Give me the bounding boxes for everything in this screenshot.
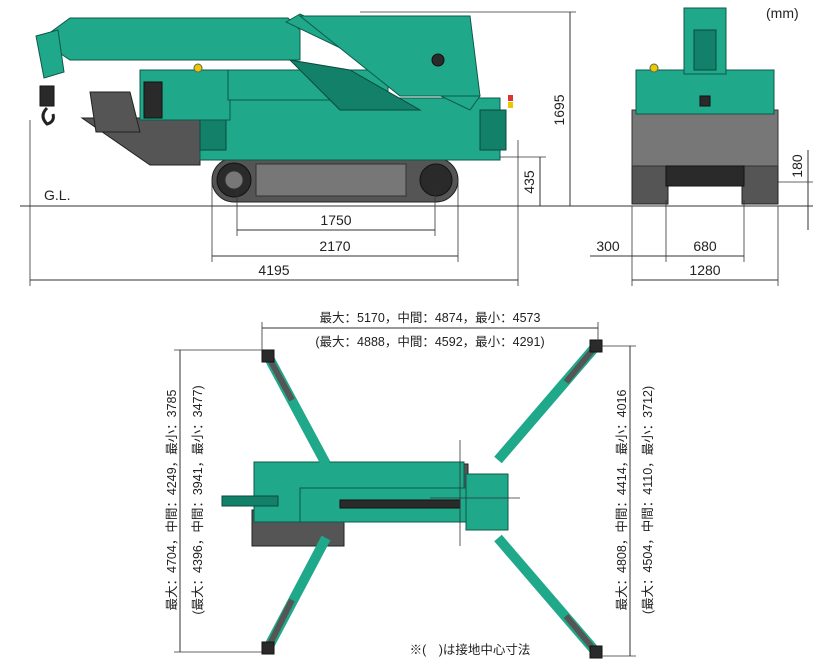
dim-1695-label: 1695 <box>551 94 567 125</box>
front-undercarriage <box>665 165 745 187</box>
footnote: ※( )は接地中心寸法 <box>410 642 531 657</box>
warning-beacon <box>193 63 203 73</box>
pad-top-left <box>261 349 275 363</box>
dim-2170-label: 2170 <box>319 238 350 254</box>
outrigger-bottom-left-ext <box>265 598 295 650</box>
dim-680-label: 680 <box>693 238 717 254</box>
pad-bottom-right <box>589 645 603 659</box>
units-label: (mm) <box>766 5 799 21</box>
front-lower-body <box>631 109 779 167</box>
left-dim-label-b: (最大：4396，中間：3941，最小：3477) <box>190 385 205 614</box>
dim-1750-label: 1750 <box>320 212 351 228</box>
boom-base <box>298 15 481 97</box>
front-panel <box>699 95 711 107</box>
ground-label: G.L. <box>44 187 70 203</box>
top-boom-tip <box>221 495 279 507</box>
track-frame <box>255 163 407 197</box>
top-boom-cylinder <box>339 499 461 509</box>
dim-180-label: 180 <box>789 154 805 178</box>
hook-block <box>39 85 55 107</box>
dim-4195-label: 4195 <box>258 262 289 278</box>
control-panel <box>143 81 163 119</box>
top-front-turret <box>465 473 509 531</box>
sprocket-hub <box>224 170 244 190</box>
front-warning-beacon <box>649 63 659 73</box>
dim-1280-label: 1280 <box>689 262 720 278</box>
top-width-paren-label: (最大：4888，中間：4592，最小：4291) <box>315 334 544 349</box>
hook <box>41 106 55 126</box>
indicator-light-yellow <box>508 102 513 108</box>
indicator-light-red <box>508 95 513 101</box>
front-dimensions <box>590 150 813 286</box>
boom-pivot <box>431 53 445 67</box>
right-dim-label-a: 最大：4808，中間：4414，最小：4016 <box>614 389 629 610</box>
dim-435-label: 435 <box>521 170 537 194</box>
top-width-label: 最大：5170，中間：4874，最小：4573 <box>320 310 541 325</box>
left-dim-label-a: 最大：4704，中間：4249，最小：3785 <box>164 389 179 610</box>
pad-bottom-left <box>261 641 275 655</box>
luffing-cylinder <box>288 59 422 111</box>
side-view: G.L. 1695 435 1750 2170 4195 <box>20 11 813 286</box>
boom-tip <box>35 29 65 79</box>
right-dim-label-b: (最大：4504，中間：4110，最小：3712) <box>640 386 655 614</box>
front-view: (mm) 180 300 680 1280 <box>590 5 813 286</box>
outrigger-right-side <box>479 109 507 151</box>
side-crawler-track <box>211 157 459 203</box>
idler-wheel <box>419 163 453 197</box>
main-boom <box>39 17 301 61</box>
operator-seat <box>89 91 141 133</box>
front-boom-cylinder <box>693 29 717 71</box>
outrigger-top-left-ext <box>265 354 295 402</box>
side-dimensions <box>29 11 576 286</box>
top-view: 最大：5170，中間：4874，最小：4573 (最大：4888，中間：4592… <box>164 310 655 659</box>
front-upper-body <box>635 69 775 115</box>
dim-300-label: 300 <box>596 238 620 254</box>
